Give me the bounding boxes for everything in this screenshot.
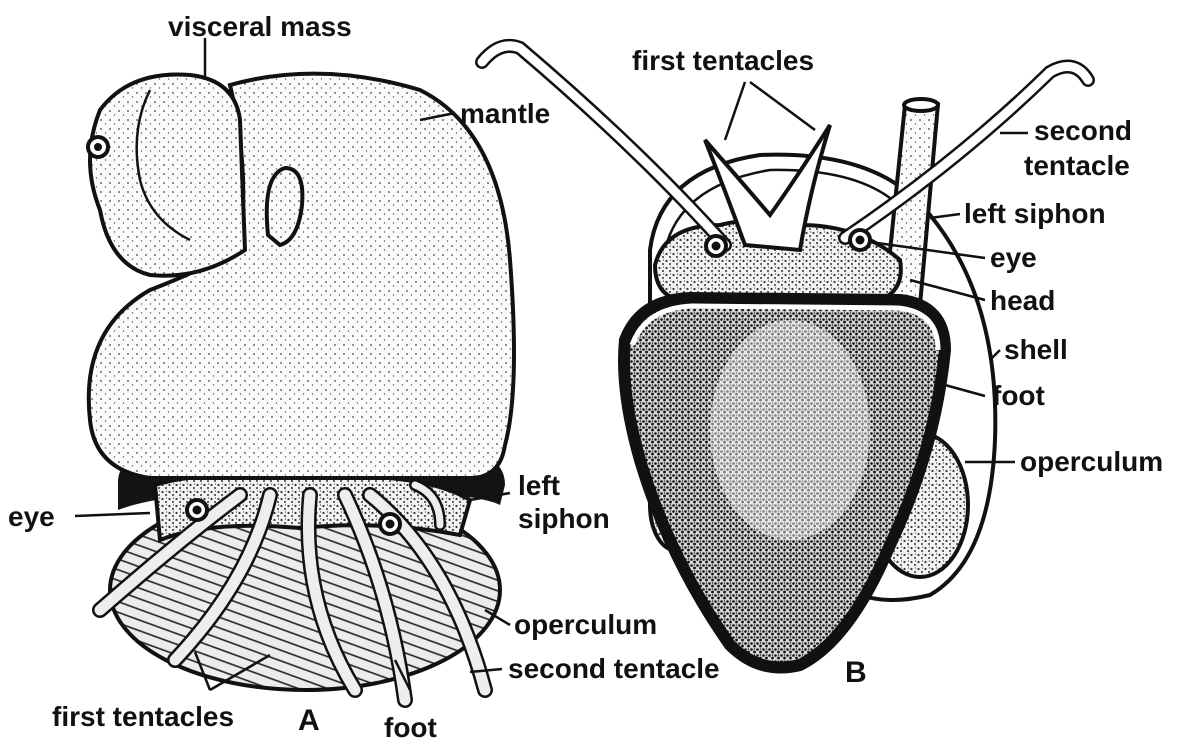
figure-b-label-foot: foot [992,380,1045,411]
figure-b-label-shell: shell [1004,334,1068,365]
figure-b-label-eye: eye [990,242,1037,273]
figure-a-label-left-siphon-line1: left [518,470,560,501]
figure-a-visceral-mass [90,74,245,275]
figure-a-label-foot: foot [384,712,437,741]
figure-b-letter: B [845,656,867,689]
figure-a-label-left-siphon-line2: siphon [518,503,610,534]
figure-b-snail-drawing [482,46,1088,668]
figure-a-label-visceral-mass: visceral mass [168,11,352,42]
figure-b-foot-highlight [710,320,870,540]
figure-b-label-left-siphon: left siphon [964,198,1106,229]
figure-b-label-second-tentacle-line2: tentacle [1024,150,1130,181]
figure-a-snail-drawing [88,74,514,700]
figure-b-label-operculum: operculum [1020,446,1163,477]
figure-a-letter: A [298,704,320,737]
figure-b-label-head: head [990,285,1055,316]
figure-a-label-second-tentacle: second tentacle [508,653,720,684]
figure-a-label-eye: eye [8,501,55,532]
figure-a-label-mantle: mantle [460,98,550,129]
figure-a-label-first-tentacles: first tentacles [52,701,234,732]
figure-b-label-second-tentacle-line1: second [1034,115,1132,146]
figure-b-label-first-tentacles: first tentacles [632,45,814,76]
figure-a-label-operculum: operculum [514,609,657,640]
